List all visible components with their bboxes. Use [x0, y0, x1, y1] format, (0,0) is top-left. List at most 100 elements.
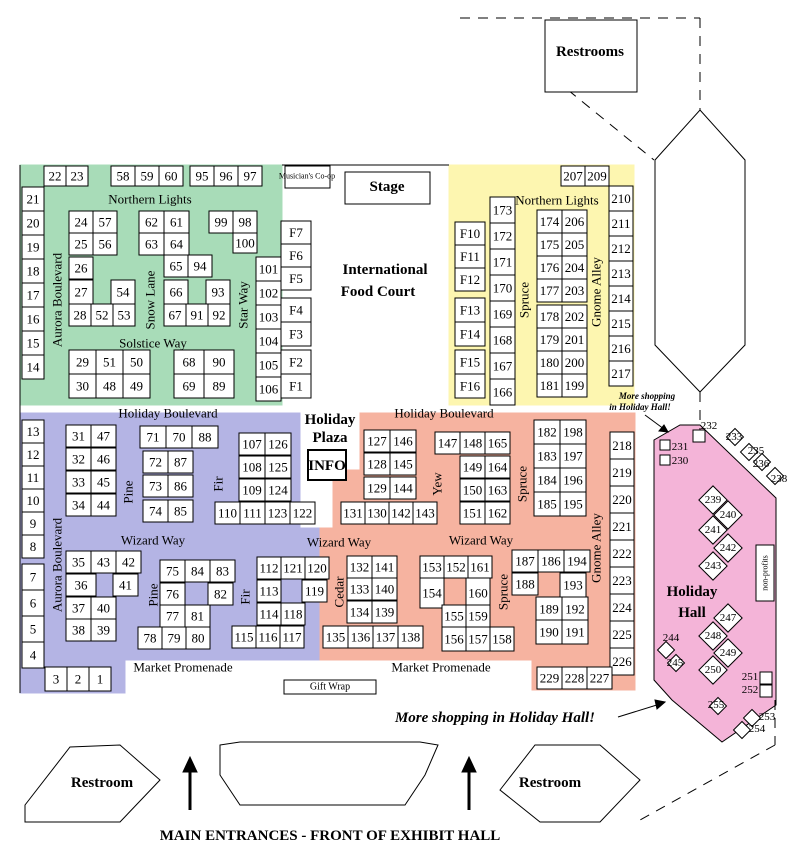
- booth-147[interactable]: 147: [434, 431, 461, 455]
- booth-169[interactable]: 169: [489, 300, 516, 328]
- booth-46[interactable]: 46: [90, 447, 117, 471]
- booth-241[interactable]: 241: [698, 515, 728, 545]
- booth-24[interactable]: 24: [68, 210, 94, 234]
- booth-119[interactable]: 119: [301, 579, 328, 603]
- booth-204[interactable]: 204: [561, 255, 588, 280]
- booth-141[interactable]: 141: [371, 555, 398, 579]
- booth-27[interactable]: 27: [68, 279, 94, 305]
- booth-223[interactable]: 223: [609, 566, 635, 595]
- booth-139[interactable]: 139: [371, 600, 398, 624]
- booth-112[interactable]: 112: [256, 556, 282, 580]
- booth-125[interactable]: 125: [264, 455, 292, 479]
- booth-16[interactable]: 16: [21, 306, 45, 332]
- booth-155[interactable]: 155: [441, 604, 467, 628]
- booth-101[interactable]: 101: [255, 256, 282, 282]
- booth-180[interactable]: 180: [536, 350, 563, 375]
- booth-152[interactable]: 152: [443, 555, 469, 579]
- booth-162[interactable]: 162: [484, 501, 511, 525]
- booth-F13[interactable]: F13: [454, 297, 486, 323]
- booth-36[interactable]: 36: [65, 573, 97, 597]
- booth-39[interactable]: 39: [90, 618, 117, 642]
- booth-164[interactable]: 164: [484, 455, 511, 479]
- booth-86[interactable]: 86: [167, 474, 194, 498]
- booth-F11[interactable]: F11: [454, 244, 486, 269]
- booth-103[interactable]: 103: [255, 304, 282, 330]
- booth-F2[interactable]: F2: [280, 349, 312, 375]
- booth-59[interactable]: 59: [134, 165, 160, 187]
- booth-98[interactable]: 98: [232, 210, 258, 234]
- booth-19[interactable]: 19: [21, 234, 45, 260]
- booth-165[interactable]: 165: [484, 431, 511, 455]
- booth-121[interactable]: 121: [280, 556, 306, 580]
- booth-33[interactable]: 33: [65, 470, 92, 494]
- booth-157[interactable]: 157: [465, 626, 491, 652]
- booth-113[interactable]: 113: [256, 579, 282, 603]
- booth-207[interactable]: 207: [560, 165, 586, 187]
- booth-191[interactable]: 191: [561, 619, 589, 645]
- booth-133[interactable]: 133: [346, 577, 373, 601]
- booth-29[interactable]: 29: [68, 349, 97, 375]
- booth-176[interactable]: 176: [536, 255, 563, 280]
- booth-158[interactable]: 158: [489, 626, 515, 652]
- booth-25[interactable]: 25: [68, 232, 94, 256]
- booth-239[interactable]: 239: [698, 485, 728, 515]
- booth-28[interactable]: 28: [68, 303, 92, 327]
- booth-105[interactable]: 105: [255, 352, 282, 378]
- booth-185[interactable]: 185: [533, 491, 561, 517]
- booth-37[interactable]: 37: [65, 596, 92, 620]
- booth-56[interactable]: 56: [92, 232, 118, 256]
- booth-154[interactable]: 154: [419, 577, 445, 609]
- booth-F10[interactable]: F10: [454, 221, 486, 246]
- booth-228[interactable]: 228: [561, 666, 588, 690]
- booth-179[interactable]: 179: [536, 327, 563, 352]
- booth-111[interactable]: 111: [239, 501, 266, 525]
- booth-138[interactable]: 138: [397, 625, 424, 649]
- booth-44[interactable]: 44: [90, 493, 117, 517]
- booth-76[interactable]: 76: [159, 582, 186, 606]
- booth-21[interactable]: 21: [21, 186, 45, 212]
- booth-17[interactable]: 17: [21, 282, 45, 308]
- booth-196[interactable]: 196: [559, 467, 587, 493]
- booth-181[interactable]: 181: [536, 373, 563, 398]
- booth-F15[interactable]: F15: [454, 349, 486, 375]
- booth-40[interactable]: 40: [90, 596, 117, 620]
- booth-252[interactable]: 252: [742, 684, 773, 698]
- booth-20[interactable]: 20: [21, 210, 45, 236]
- booth-224[interactable]: 224: [609, 593, 635, 622]
- booth-144[interactable]: 144: [389, 476, 417, 500]
- booth-92[interactable]: 92: [207, 303, 231, 327]
- booth-225[interactable]: 225: [609, 620, 635, 649]
- booth-163[interactable]: 163: [484, 478, 511, 502]
- booth-38[interactable]: 38: [65, 618, 92, 642]
- booth-151[interactable]: 151: [459, 501, 486, 525]
- booth-235[interactable]: 235: [739, 442, 765, 462]
- booth-80[interactable]: 80: [185, 626, 211, 650]
- booth-205[interactable]: 205: [561, 232, 588, 257]
- booth-149[interactable]: 149: [459, 455, 486, 479]
- booth-79[interactable]: 79: [161, 626, 187, 650]
- booth-238[interactable]: 238: [765, 466, 788, 486]
- booth-211[interactable]: 211: [608, 210, 634, 237]
- booth-18[interactable]: 18: [21, 258, 45, 284]
- booth-71[interactable]: 71: [139, 425, 167, 449]
- booth-110[interactable]: 110: [214, 501, 241, 525]
- booth-193[interactable]: 193: [559, 572, 587, 598]
- booth-70[interactable]: 70: [165, 425, 193, 449]
- booth-214[interactable]: 214: [608, 285, 634, 312]
- booth-117[interactable]: 117: [279, 625, 305, 649]
- booth-45[interactable]: 45: [90, 470, 117, 494]
- booth-251[interactable]: 251: [742, 671, 773, 685]
- booth-206[interactable]: 206: [561, 209, 588, 234]
- booth-218[interactable]: 218: [609, 431, 635, 460]
- booth-159[interactable]: 159: [465, 604, 491, 628]
- booth-140[interactable]: 140: [371, 577, 398, 601]
- booth-52[interactable]: 52: [90, 303, 114, 327]
- booth-215[interactable]: 215: [608, 310, 634, 337]
- booth-129[interactable]: 129: [363, 476, 391, 500]
- booth-54[interactable]: 54: [110, 279, 136, 305]
- booth-22[interactable]: 22: [43, 165, 67, 187]
- booth-150[interactable]: 150: [459, 478, 486, 502]
- booth-42[interactable]: 42: [115, 550, 142, 574]
- booth-130[interactable]: 130: [364, 501, 390, 525]
- booth-143[interactable]: 143: [412, 501, 438, 525]
